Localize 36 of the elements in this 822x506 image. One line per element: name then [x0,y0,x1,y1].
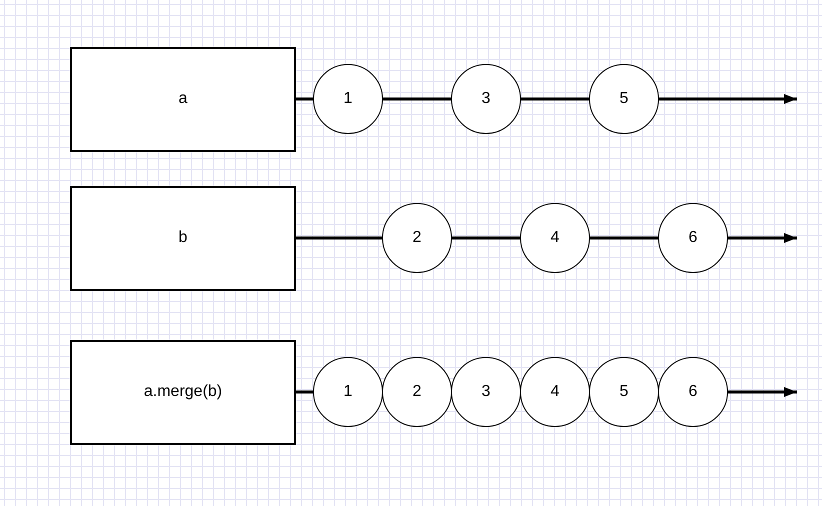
arrow [728,233,797,243]
connector-line [590,236,658,240]
node-label: 3 [482,90,490,108]
node-label: 1 [344,383,352,401]
connector-line [296,390,313,394]
node-label: 4 [550,383,560,401]
stream-box [70,46,296,152]
node-label: 2 [412,229,422,247]
node-label: 5 [620,383,628,401]
marble-circle [313,357,383,427]
marble-circle [589,357,659,427]
node-label: 4 [550,229,560,247]
node-label: 1 [344,90,352,108]
marble-circle [520,357,590,427]
connector-line [296,236,382,240]
connector-line [452,236,520,240]
node-label: 3 [482,383,490,401]
node-label: 6 [688,229,698,247]
node-label: a [178,90,188,108]
node-label: 5 [620,90,628,108]
stream-box [70,186,296,290]
stream-box [70,340,296,444]
node-label: 2 [412,383,422,401]
marble-circle [382,357,452,427]
connector-line [521,98,589,100]
marble-circle [451,357,521,427]
node-label: b [178,229,188,247]
node-label: a.merge(b) [144,383,222,401]
marble-circle [658,357,728,427]
arrow [728,387,797,397]
connector-line [383,98,451,100]
connector-line [296,98,313,100]
marble-circle [382,203,452,273]
arrow [659,94,797,104]
marble-circle [520,203,590,273]
node-label: 6 [688,383,698,401]
